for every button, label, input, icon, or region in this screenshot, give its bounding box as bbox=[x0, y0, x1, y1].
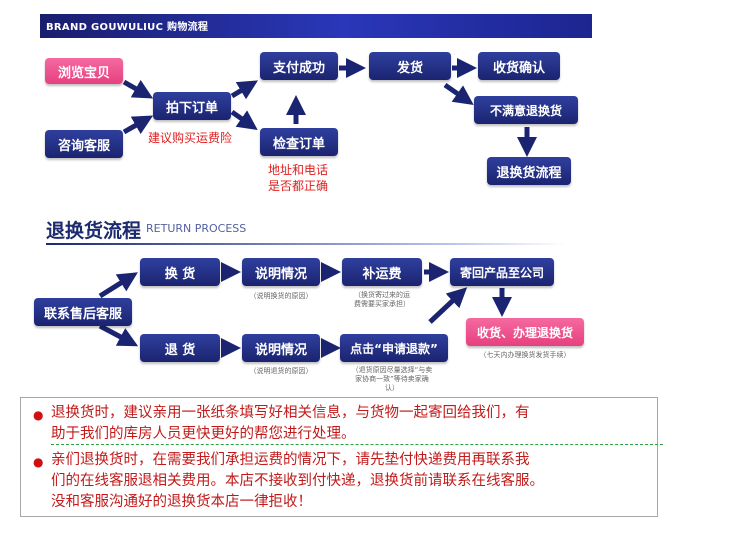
address-note-line1: 地址和电话 bbox=[267, 163, 328, 177]
receive-refund-note: （七天内办理换货发货手续） bbox=[479, 351, 571, 359]
arrow-order-check bbox=[230, 109, 258, 131]
browse-box: 浏览宝贝 bbox=[45, 58, 123, 84]
explain-exchange-box: 说明情况 bbox=[242, 258, 320, 286]
arrow-apply-sendback bbox=[428, 287, 468, 324]
ship-box: 发货 bbox=[369, 52, 451, 80]
explain-refund-note: （说明退货的原因） bbox=[249, 367, 313, 375]
title-underline bbox=[46, 243, 566, 245]
check-label: 检查订单 bbox=[272, 136, 325, 152]
consult-label: 咨询客服 bbox=[57, 138, 110, 154]
return-section-title: 退换货流程 bbox=[46, 220, 142, 242]
unsatisfied-box: 不满意退换货 bbox=[474, 96, 578, 124]
notice-p1-line1: 退换货时，建议亲用一张纸条填写好相关信息，与货物一起寄回给我们，有 bbox=[51, 405, 530, 421]
notice-p2-line1: 亲们退换货时，在需要我们承担运费的情况下，请先垫付快递费用再联系我 bbox=[51, 452, 530, 468]
apply-refund-note-line2: 家协商一致”等待卖家确 bbox=[355, 375, 429, 383]
apply-refund-note-line1: （退货原因尽量选择“与卖 bbox=[351, 366, 433, 374]
notice-paragraph-1: ● 退换货时，建议亲用一张纸条填写好相关信息，与货物一起寄回给我们，有 助于我们… bbox=[33, 403, 653, 447]
shipping-fee-label: 补运费 bbox=[362, 266, 402, 282]
arrow-consult-order bbox=[122, 115, 154, 135]
insurance-note: 建议购买运费险 bbox=[148, 131, 233, 145]
notice-box: ● 退换货时，建议亲用一张纸条填写好相关信息，与货物一起寄回给我们，有 助于我们… bbox=[20, 397, 663, 517]
refund-box: 退 货 bbox=[140, 334, 220, 362]
shipping-fee-note-line2: 费需要买家承担） bbox=[354, 300, 410, 308]
pay-label: 支付成功 bbox=[272, 60, 325, 76]
ship-label: 发货 bbox=[396, 60, 423, 76]
return-process-label: 退换货流程 bbox=[496, 165, 562, 181]
explain-refund-box: 说明情况 bbox=[242, 334, 320, 362]
browse-label: 浏览宝贝 bbox=[57, 65, 110, 81]
arrow-contact-exchange bbox=[98, 272, 138, 299]
return-section-subtitle: RETURN PROCESS bbox=[146, 222, 247, 235]
consult-box: 咨询客服 bbox=[45, 130, 123, 158]
dashed-divider bbox=[51, 444, 663, 445]
contact-box: 联系售后客服 bbox=[34, 298, 132, 326]
bullet-icon: ● bbox=[33, 408, 44, 422]
contact-label: 联系售后客服 bbox=[43, 306, 122, 322]
explain-exchange-label: 说明情况 bbox=[254, 266, 307, 282]
notice-p2-line2: 们的在线客服退相关费用。本店不接收到付快递，退换货前请联系在线客服。 bbox=[51, 473, 544, 489]
pay-box: 支付成功 bbox=[260, 52, 338, 80]
unsatisfied-label: 不满意退换货 bbox=[489, 103, 562, 118]
notice-paragraph-2: ● 亲们退换货时，在需要我们承担运费的情况下，请先垫付快递费用再联系我 们的在线… bbox=[33, 450, 653, 516]
exchange-label: 换 货 bbox=[164, 266, 196, 282]
bullet-icon: ● bbox=[33, 455, 44, 469]
arrow-ship-unsatisfied bbox=[443, 82, 474, 105]
receive-box: 收货确认 bbox=[478, 52, 560, 80]
order-box: 拍下订单 bbox=[153, 92, 231, 120]
arrow-browse-order bbox=[122, 79, 154, 99]
check-box: 检查订单 bbox=[260, 128, 338, 156]
apply-refund-box: 点击“申请退款” bbox=[340, 334, 448, 362]
header-bar: BRAND GOUWULIUC 购物流程 bbox=[40, 14, 592, 38]
explain-exchange-note: （说明换货的原因） bbox=[249, 292, 313, 300]
arrow-order-pay bbox=[230, 80, 259, 100]
return-process-box: 退换货流程 bbox=[487, 157, 571, 185]
apply-refund-note-line3: 认） bbox=[385, 384, 399, 392]
send-back-box: 寄回产品至公司 bbox=[450, 258, 554, 286]
explain-refund-label: 说明情况 bbox=[254, 342, 307, 358]
order-label: 拍下订单 bbox=[165, 100, 218, 116]
arrow-contact-refund bbox=[98, 323, 139, 347]
header-title: BRAND GOUWULIUC 购物流程 bbox=[46, 22, 209, 33]
exchange-box: 换 货 bbox=[140, 258, 220, 286]
address-note-line2: 是否都正确 bbox=[267, 179, 328, 193]
notice-p1-line2: 助于我们的库房人员更快更好的帮您进行处理。 bbox=[51, 426, 356, 442]
receive-refund-label: 收货、办理退换货 bbox=[476, 325, 573, 340]
receive-refund-box: 收货、办理退换货 bbox=[466, 318, 584, 346]
shipping-fee-box: 补运费 bbox=[342, 258, 422, 286]
send-back-label: 寄回产品至公司 bbox=[459, 265, 544, 280]
shipping-fee-note-line1: （换货寄过来的运 bbox=[354, 291, 410, 299]
apply-refund-label: 点击“申请退款” bbox=[350, 341, 438, 356]
receive-label: 收货确认 bbox=[492, 60, 545, 76]
notice-p2-line3: 没和客服沟通好的退换货本店一律拒收！ bbox=[51, 494, 312, 510]
refund-label: 退 货 bbox=[164, 342, 196, 358]
